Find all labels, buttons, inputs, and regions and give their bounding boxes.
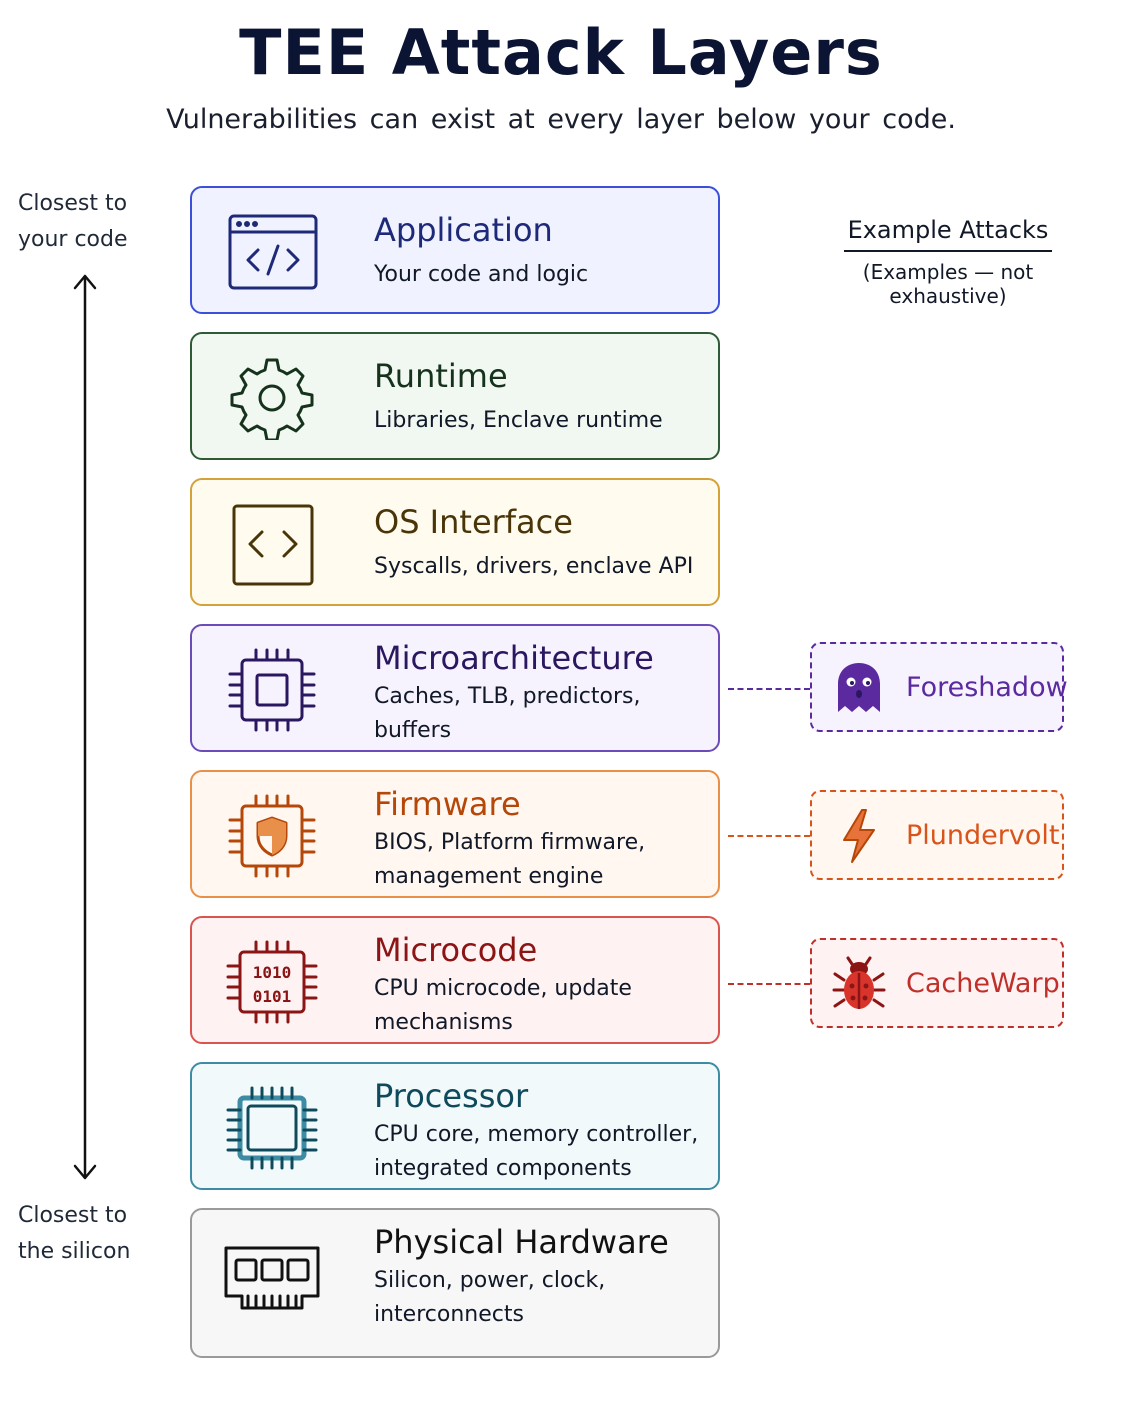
layer-desc: Your code and logic [374, 262, 589, 287]
code-brackets-icon [222, 502, 322, 586]
lightning-icon [832, 808, 886, 864]
layer-name: Microarchitecture [374, 639, 654, 677]
attack-name: CacheWarp [906, 968, 1060, 999]
attack-name: Foreshadow [906, 672, 1068, 703]
layer-name: Firmware [374, 785, 521, 823]
code-window-icon [222, 210, 322, 294]
processor-icon [222, 1086, 322, 1170]
layer-desc: CPU core, memory controller, integrated … [374, 1122, 699, 1181]
layer-name: Runtime [374, 357, 508, 395]
double-arrow-axis [73, 274, 97, 1180]
connector-plundervolt [728, 835, 810, 837]
diagram-subtitle: Vulnerabilities can exist at every layer… [166, 104, 956, 135]
attack-name: Plundervolt [906, 820, 1060, 851]
connector-cachewarp [728, 983, 810, 985]
layer-processor: Processor CPU core, memory controller, i… [190, 1062, 720, 1190]
bug-icon [832, 956, 886, 1012]
shield-chip-icon [222, 794, 322, 878]
layer-name: Application [374, 211, 553, 249]
svg-text:1010: 1010 [253, 963, 292, 982]
example-attacks-subtitle: (Examples — not exhaustive) [862, 260, 1034, 308]
attack-foreshadow: Foreshadow [810, 642, 1068, 732]
ghost-icon [832, 660, 886, 716]
attack-plundervolt: Plundervolt [810, 790, 1064, 880]
layer-firmware: Firmware BIOS, Platform firmware, manage… [190, 770, 720, 898]
connector-foreshadow [728, 688, 810, 690]
layer-os-interface: OS Interface Syscalls, drivers, enclave … [190, 478, 720, 606]
example-attacks-header: Example Attacks (Examples — not exhausti… [808, 210, 1088, 308]
layer-desc: Syscalls, drivers, enclave API [374, 554, 694, 579]
example-attacks-title: Example Attacks [843, 210, 1053, 252]
axis-bottom-label: Closest to the silicon [18, 1203, 131, 1264]
layer-runtime: Runtime Libraries, Enclave runtime [190, 332, 720, 460]
layer-application: Application Your code and logic [190, 186, 720, 314]
axis-top-label: Closest to your code [18, 191, 128, 252]
layer-name: Processor [374, 1077, 529, 1115]
layer-desc: BIOS, Platform firmware, management engi… [374, 830, 646, 889]
memory-module-icon [222, 1238, 322, 1322]
layer-desc: Silicon, power, clock, interconnects [374, 1268, 606, 1327]
svg-text:0101: 0101 [253, 987, 292, 1006]
layer-desc: CPU microcode, update mechanisms [374, 976, 632, 1035]
layer-name: Physical Hardware [374, 1223, 669, 1261]
diagram-title: TEE Attack Layers [239, 16, 883, 89]
layer-physical-hardware: Physical Hardware Silicon, power, clock,… [190, 1208, 720, 1358]
layer-name: OS Interface [374, 503, 573, 541]
layer-desc: Libraries, Enclave runtime [374, 408, 663, 433]
layer-name: Microcode [374, 931, 538, 969]
layer-desc: Caches, TLB, predictors, buffers [374, 684, 641, 743]
attack-cachewarp: CacheWarp [810, 938, 1064, 1028]
layer-microcode: 1010 0101 Microcode CPU microcode, updat… [190, 916, 720, 1044]
gear-icon [222, 356, 322, 442]
binary-chip-icon: 1010 0101 [222, 940, 322, 1024]
layer-microarchitecture: Microarchitecture Caches, TLB, predictor… [190, 624, 720, 752]
chip-icon [222, 648, 322, 732]
